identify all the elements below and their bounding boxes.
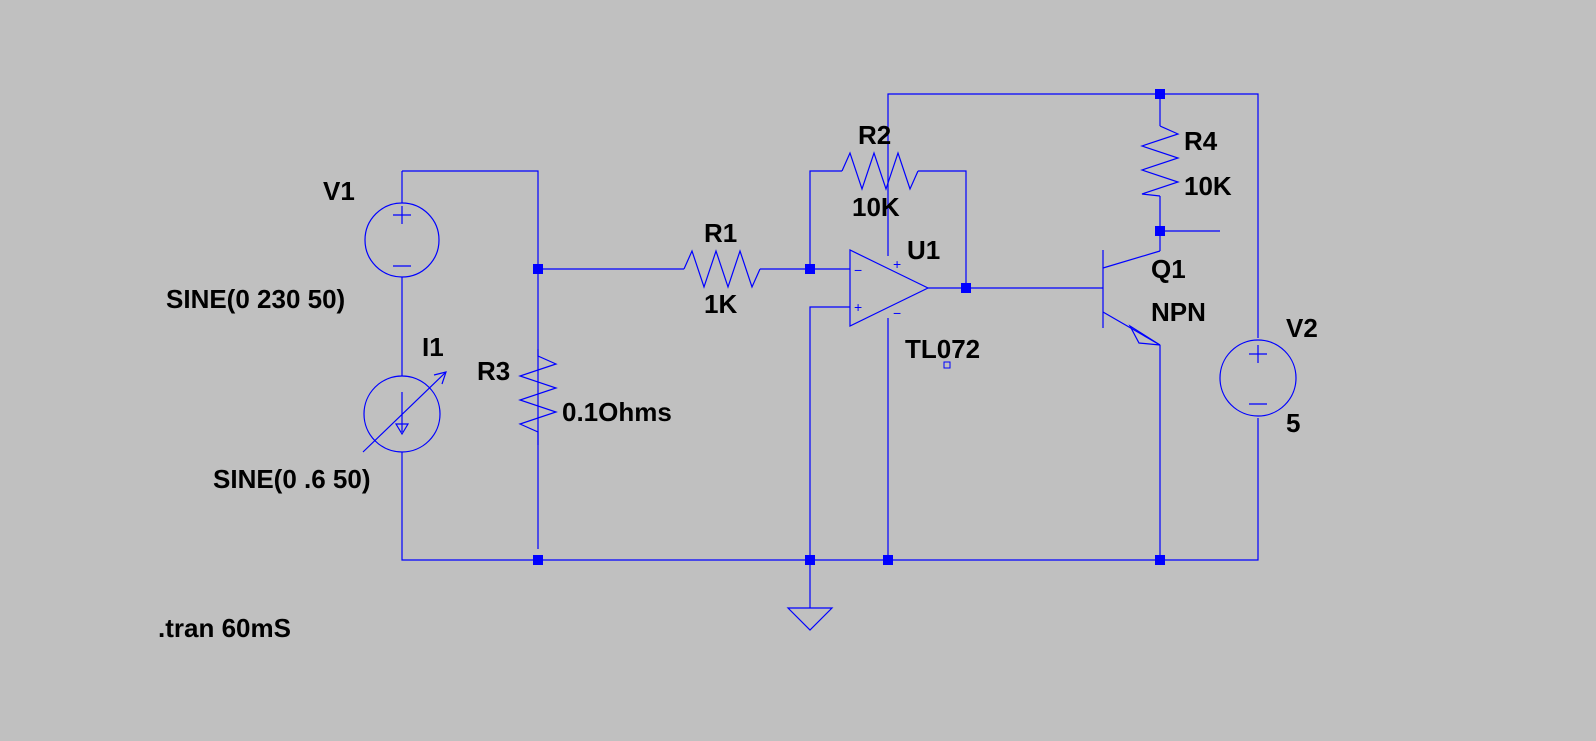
r3-name[interactable]: R3 xyxy=(477,356,510,386)
wire-r2-right[interactable] xyxy=(918,170,967,288)
r3-resistor[interactable] xyxy=(518,349,558,445)
r4-value[interactable]: 10K xyxy=(1184,171,1232,201)
q1-emitter-arrow xyxy=(1128,324,1161,346)
v2-name[interactable]: V2 xyxy=(1286,313,1318,343)
r4-zigzag xyxy=(1140,125,1180,197)
wire-collector[interactable] xyxy=(1159,196,1220,232)
u1-inverting-mark: − xyxy=(854,262,862,278)
i1-variable-arrow xyxy=(362,371,447,453)
r2-resistor[interactable] xyxy=(841,151,919,191)
u1-vpos-mark: + xyxy=(893,256,901,272)
r2-name[interactable]: R2 xyxy=(858,120,891,150)
u1-name[interactable]: U1 xyxy=(907,235,940,265)
i1-variable-arrow-head xyxy=(433,371,447,385)
wire-top-left-loop[interactable] xyxy=(402,170,539,549)
i1-name[interactable]: I1 xyxy=(422,332,444,362)
v1-plus-sign xyxy=(393,206,411,224)
u1-opamp[interactable]: − + + − xyxy=(849,249,951,369)
i1-arrow-head xyxy=(394,423,410,436)
junction-emitter-bottom[interactable] xyxy=(1155,555,1165,565)
junction-inverting[interactable] xyxy=(805,264,815,274)
junctions xyxy=(533,89,1165,565)
ground-symbol[interactable] xyxy=(786,607,834,631)
wire-r2-left[interactable] xyxy=(809,170,842,269)
i1-value[interactable]: SINE(0 .6 50) xyxy=(213,464,371,494)
junction-opamp-out[interactable] xyxy=(961,283,971,293)
junction-collector[interactable] xyxy=(1155,226,1165,236)
junction-r3-bottom[interactable] xyxy=(533,555,543,565)
junction-r3-top[interactable] xyxy=(533,264,543,274)
v1-value[interactable]: SINE(0 230 50) xyxy=(166,284,345,314)
junction-r4-top[interactable] xyxy=(1155,89,1165,99)
q1-value[interactable]: NPN xyxy=(1151,297,1206,327)
v1-voltage-source[interactable] xyxy=(364,202,440,278)
v2-plus-sign xyxy=(1249,345,1267,363)
v2-voltage-source[interactable] xyxy=(1219,339,1297,417)
i1-current-source[interactable] xyxy=(362,371,447,453)
wire-opamp-vpos[interactable] xyxy=(887,93,1259,338)
spice-directive[interactable]: .tran 60mS xyxy=(158,613,291,643)
r2-zigzag xyxy=(841,151,919,191)
r4-resistor[interactable] xyxy=(1140,125,1180,197)
r1-name[interactable]: R1 xyxy=(704,218,737,248)
r1-zigzag xyxy=(683,249,761,289)
u1-noninverting-mark: + xyxy=(854,299,862,315)
wires xyxy=(401,93,1259,608)
r3-value[interactable]: 0.1Ohms xyxy=(562,397,672,427)
q1-collector-leg xyxy=(1102,250,1161,269)
i1-symbol xyxy=(363,375,441,453)
r1-resistor[interactable] xyxy=(683,249,761,289)
wire-i1-bottom[interactable] xyxy=(401,418,1259,561)
r4-name[interactable]: R4 xyxy=(1184,126,1218,156)
u1-vneg-mark: − xyxy=(893,305,901,321)
r2-value[interactable]: 10K xyxy=(852,192,900,222)
v2-value[interactable]: 5 xyxy=(1286,408,1300,438)
u1-anchor-square xyxy=(943,361,951,369)
r1-value[interactable]: 1K xyxy=(704,289,737,319)
q1-name[interactable]: Q1 xyxy=(1151,254,1186,284)
u1-value[interactable]: TL072 xyxy=(905,334,980,364)
q1-npn-transistor[interactable] xyxy=(1102,250,1161,346)
v1-symbol xyxy=(364,202,440,278)
v2-symbol xyxy=(1219,339,1297,417)
labels: V1 SINE(0 230 50) I1 SINE(0 .6 50) R3 0.… xyxy=(158,120,1318,643)
u1-triangle xyxy=(849,249,930,327)
v1-name[interactable]: V1 xyxy=(323,176,355,206)
ground-triangle xyxy=(786,607,834,631)
junction-ground[interactable] xyxy=(805,555,815,565)
r3-zigzag xyxy=(518,349,558,445)
junction-opamp-vneg[interactable] xyxy=(883,555,893,565)
wire-noninverting-gnd[interactable] xyxy=(809,306,850,608)
